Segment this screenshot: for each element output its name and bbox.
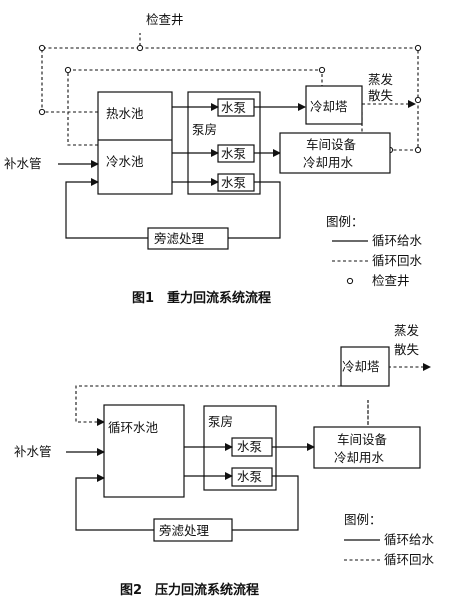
d1-pump-room-label: 泵房: [192, 122, 217, 137]
d2-bypass-loop: [75, 476, 299, 531]
d1-evaporation-line2: 散失: [368, 88, 394, 103]
d2-circulation-pool-label: 循环水池: [108, 420, 159, 435]
d1-makeup-pipe-label: 补水管: [4, 156, 42, 171]
d2-workshop-line1: 车间设备: [337, 432, 388, 447]
d2-legend-return: 循环回水: [384, 552, 435, 567]
d1-bypass-loop: [65, 182, 281, 239]
d1-pool-block: [97, 91, 173, 195]
d2-workshop-box: [313, 426, 421, 469]
d1-cooling-tower: [305, 85, 363, 125]
d1-well-1: [38, 44, 46, 52]
d1-legend-well: 检查井: [372, 273, 410, 288]
d1-legend-title: 图例：: [326, 214, 364, 229]
d1-cooling-tower-label: 冷却塔: [310, 99, 348, 114]
d1-legend: 图例： 循环给水 循环回水 检查井: [326, 214, 423, 288]
d1-well-6: [318, 66, 326, 74]
d1-legend-supply: 循环给水: [372, 233, 423, 248]
d1-well-7: [414, 96, 422, 104]
d1-hot-pool-label: 热水池: [106, 106, 144, 121]
d1-caption: 图1 重力回流系统流程: [132, 290, 271, 306]
d1-well-3: [414, 44, 422, 52]
d1-well-2: [136, 44, 144, 52]
d1-workshop-line1: 车间设备: [306, 137, 357, 152]
d2-pump-1-label: 水泵: [237, 439, 262, 454]
d2-pump-room-label: 泵房: [208, 414, 233, 429]
d2-makeup-pipe-label: 补水管: [14, 444, 52, 459]
d1-inspection-well-label: 检查井: [146, 12, 184, 27]
d1-well-4: [38, 108, 46, 116]
d1-pump-2-label: 水泵: [221, 146, 246, 161]
d1-bypass-filter-label: 旁滤处理: [154, 231, 205, 246]
d2-legend-title: 图例：: [344, 512, 382, 527]
d1-evaporation-line1: 蒸发: [368, 72, 394, 87]
d1-bypass-filter: [147, 227, 229, 250]
d1-legend-return: 循环回水: [372, 253, 423, 268]
d2-pump-2-label: 水泵: [237, 469, 262, 484]
d1-well-5: [64, 66, 72, 74]
d1-workshop-line2: 冷却用水: [303, 155, 354, 170]
d2-legend: 图例： 循环给水 循环回水: [344, 512, 435, 567]
d2-cooling-tower-label: 冷却塔: [342, 359, 380, 374]
d2-circulation-pool: [103, 404, 185, 498]
d1-well-8: [414, 146, 422, 154]
d2-workshop-line2: 冷却用水: [334, 450, 385, 465]
d2-caption: 图2 压力回流系统流程: [120, 582, 259, 598]
d1-pump-3-label: 水泵: [221, 175, 246, 190]
d2-evaporation-line2: 散失: [394, 342, 420, 357]
d1-legend-well-dot: [346, 277, 354, 285]
d2-legend-supply: 循环给水: [384, 532, 435, 547]
d1-return-outer-loop: [41, 33, 419, 151]
d2-cooling-tower: [340, 346, 390, 387]
diagram-1: 检查井 热水池 冷水池 泵房 水泵 水泵 水泵 冷却塔 蒸发 散失 车间设备 冷…: [4, 12, 423, 306]
d1-cold-pool-label: 冷水池: [106, 154, 144, 169]
d2-bypass-filter-label: 旁滤处理: [159, 523, 210, 538]
d2-bypass-filter: [153, 518, 233, 542]
diagram-2: 冷却塔 蒸发 散失 循环水池 泵房 水泵 水泵 车间设备 冷却用水 补水管 旁滤…: [14, 323, 435, 598]
d1-workshop-box: [279, 132, 391, 174]
d1-pump-1-label: 水泵: [221, 100, 246, 115]
d2-evaporation-line1: 蒸发: [394, 323, 420, 338]
